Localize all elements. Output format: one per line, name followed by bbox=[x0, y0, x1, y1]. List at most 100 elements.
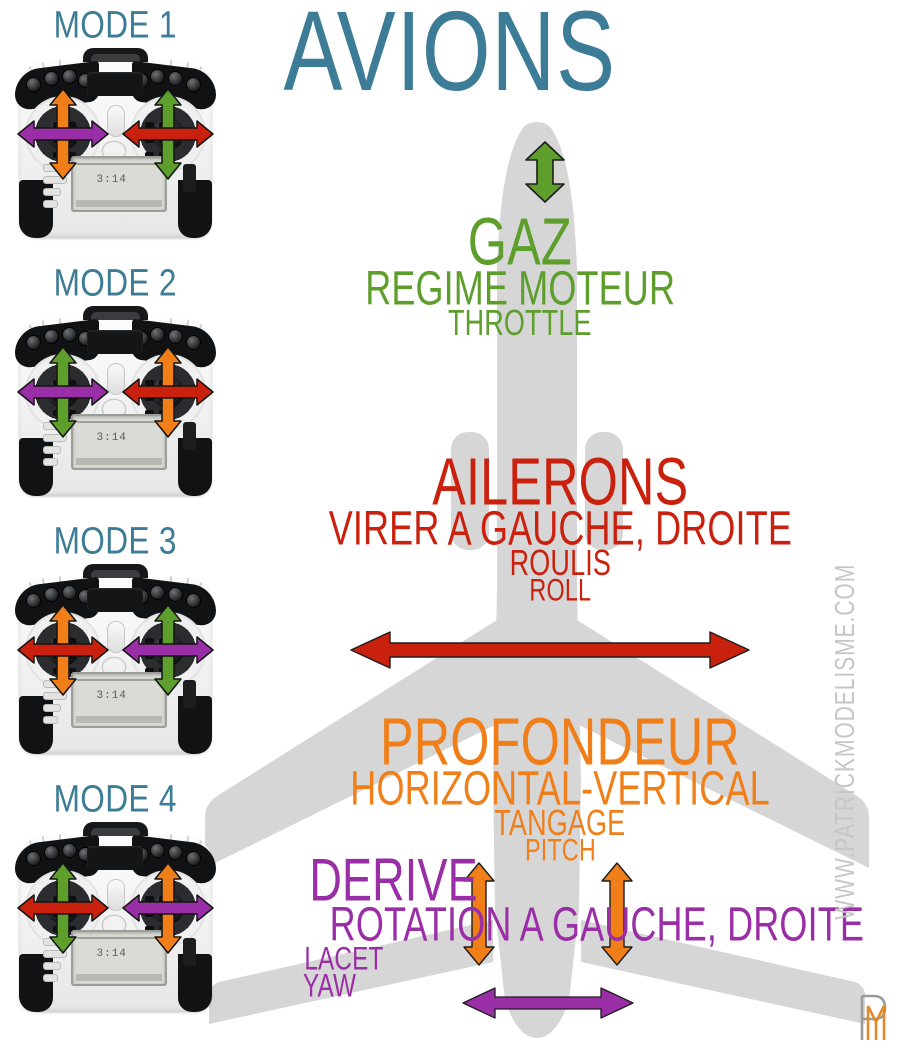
elevator-french-axis: TANGAGE bbox=[494, 803, 626, 844]
left-stick-horizontal-arrow bbox=[16, 893, 109, 923]
right-stick-horizontal-arrow bbox=[121, 119, 214, 149]
vent bbox=[66, 122, 76, 128]
left-stick-horizontal-arrow bbox=[16, 119, 109, 149]
trim-knob bbox=[150, 70, 164, 83]
vent bbox=[66, 410, 76, 416]
trim-knob bbox=[168, 72, 182, 85]
mode-label-1: MODE 1 bbox=[53, 3, 177, 47]
side-switch[interactable] bbox=[42, 704, 61, 712]
side-switch[interactable] bbox=[42, 974, 58, 982]
elevator-arrow-left bbox=[463, 862, 495, 966]
vent bbox=[66, 926, 76, 932]
aileron-description: VIRER A GAUCHE, DROITE bbox=[328, 502, 792, 556]
mode-block-3: MODE 3 3:14 bbox=[0, 519, 230, 754]
rudder-description: ROTATION A GAUCHE, DROITE bbox=[329, 898, 865, 952]
transmitter-screen: 3:14 bbox=[70, 414, 167, 470]
trim-knob bbox=[168, 330, 182, 343]
trim-knob bbox=[186, 78, 200, 91]
elevator-name: PROFONDEUR bbox=[380, 703, 740, 780]
throttle-name: GAZ bbox=[467, 203, 573, 280]
page-title-text: AVIONS bbox=[283, 0, 617, 115]
side-button[interactable] bbox=[182, 938, 196, 966]
transmitter-body: 3:14 bbox=[13, 306, 218, 496]
side-button[interactable] bbox=[182, 422, 196, 450]
trim-knob bbox=[62, 328, 76, 341]
aileron-arrow bbox=[350, 631, 750, 669]
center-button[interactable] bbox=[107, 106, 124, 136]
trim-knob bbox=[168, 588, 182, 601]
mode-block-1: MODE 1 3:14 bbox=[0, 3, 230, 238]
vent bbox=[144, 668, 154, 674]
right-stick-horizontal-arrow bbox=[121, 893, 214, 923]
aileron-name: AILERONS bbox=[431, 443, 689, 520]
screen-value: 3:14 bbox=[96, 174, 127, 186]
aileron-french-axis: ROULIS bbox=[509, 543, 611, 584]
side-switch[interactable] bbox=[42, 200, 58, 208]
right-stick-horizontal-arrow bbox=[121, 377, 214, 407]
side-switch[interactable] bbox=[42, 434, 67, 442]
page-title: AVIONS bbox=[0, 0, 900, 108]
vent bbox=[144, 152, 154, 158]
side-switch[interactable] bbox=[42, 962, 61, 970]
vent bbox=[66, 380, 76, 386]
vent bbox=[144, 926, 154, 932]
aileron-label-group: AILERONS VIRER A GAUCHE, DROITE ROULIS R… bbox=[290, 443, 830, 606]
rudder-label-group: DERIVE ROTATION A GAUCHE, DROITE LACET Y… bbox=[300, 850, 865, 1005]
rudder-french-axis: LACET bbox=[304, 940, 384, 977]
side-switch[interactable] bbox=[42, 950, 67, 958]
transmitter-1: 3:14 bbox=[13, 48, 218, 238]
vent bbox=[66, 896, 76, 902]
center-button[interactable] bbox=[107, 364, 124, 394]
side-switch[interactable] bbox=[42, 692, 67, 700]
vent bbox=[66, 152, 76, 158]
trim-knob bbox=[62, 586, 76, 599]
watermark-url: WWW.PATRICKMODELISME.COM bbox=[829, 563, 861, 920]
elevator-label-group: PROFONDEUR HORIZONTAL-VERTICAL TANGAGE P… bbox=[290, 703, 830, 869]
vent bbox=[144, 122, 154, 128]
vent bbox=[144, 380, 154, 386]
side-button[interactable] bbox=[182, 164, 196, 192]
throttle-label-group: GAZ REGIME MOTEUR THROTTLE bbox=[340, 203, 700, 344]
elevator-english: PITCH bbox=[524, 832, 596, 869]
rudder-english: YAW bbox=[302, 968, 357, 1005]
side-switch[interactable] bbox=[42, 446, 61, 454]
throttle-description: REGIME MOTEUR bbox=[365, 262, 675, 316]
mode-block-2: MODE 2 3:14 bbox=[0, 261, 230, 496]
side-switch[interactable] bbox=[42, 176, 67, 184]
elevator-description: HORIZONTAL-VERTICAL bbox=[350, 762, 770, 816]
transmitter-3: 3:14 bbox=[13, 564, 218, 754]
trim-knob bbox=[44, 72, 58, 85]
trim-knob bbox=[26, 594, 40, 607]
trim-knob bbox=[168, 846, 182, 859]
screen-value: 3:14 bbox=[96, 690, 127, 702]
center-button[interactable] bbox=[107, 622, 124, 652]
pm-monogram-logo bbox=[860, 994, 887, 1040]
elevator-arrow-right bbox=[601, 862, 633, 966]
top-lcd bbox=[86, 72, 143, 96]
trim-knob bbox=[62, 70, 76, 83]
trim-knob bbox=[44, 846, 58, 859]
vent bbox=[66, 638, 76, 644]
side-switch[interactable] bbox=[42, 458, 58, 466]
trim-knob bbox=[186, 852, 200, 865]
side-button[interactable] bbox=[182, 680, 196, 708]
center-button[interactable] bbox=[107, 880, 124, 910]
top-lcd bbox=[86, 846, 143, 870]
trim-knob bbox=[26, 78, 40, 91]
side-switch[interactable] bbox=[42, 188, 61, 196]
mode-label-2: MODE 2 bbox=[53, 261, 177, 305]
trim-knob bbox=[26, 336, 40, 349]
side-switch[interactable] bbox=[42, 716, 58, 724]
transmitter-body: 3:14 bbox=[13, 48, 218, 238]
right-stick-horizontal-arrow bbox=[121, 635, 214, 665]
vent bbox=[144, 896, 154, 902]
transmitter-screen: 3:14 bbox=[70, 672, 167, 728]
trim-knob bbox=[26, 852, 40, 865]
left-stick-horizontal-arrow bbox=[16, 635, 109, 665]
throttle-english: THROTTLE bbox=[448, 303, 592, 344]
mode-label-3: MODE 3 bbox=[53, 519, 177, 563]
trim-knob bbox=[150, 328, 164, 341]
vent bbox=[66, 668, 76, 674]
left-stick-horizontal-arrow bbox=[16, 377, 109, 407]
